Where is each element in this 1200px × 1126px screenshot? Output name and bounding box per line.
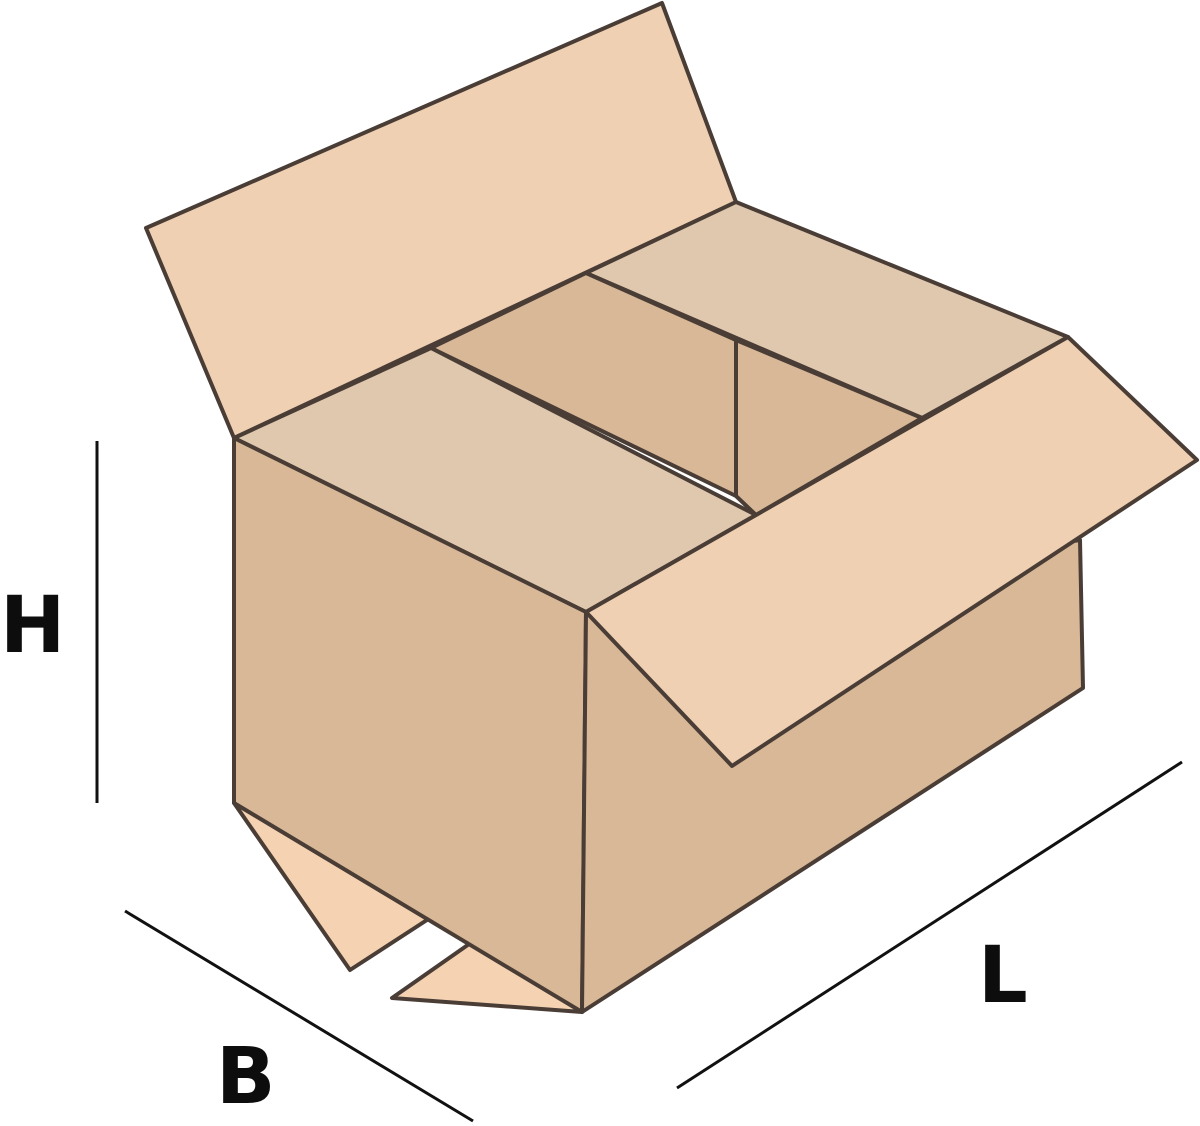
length-dimension-line (676, 760, 1183, 1090)
breadth-dimension-line (124, 909, 474, 1123)
length-label: L (978, 931, 1028, 1021)
height-label: H (0, 581, 65, 671)
front-top-flap (584, 335, 1199, 768)
breadth-label: B (216, 1032, 275, 1122)
